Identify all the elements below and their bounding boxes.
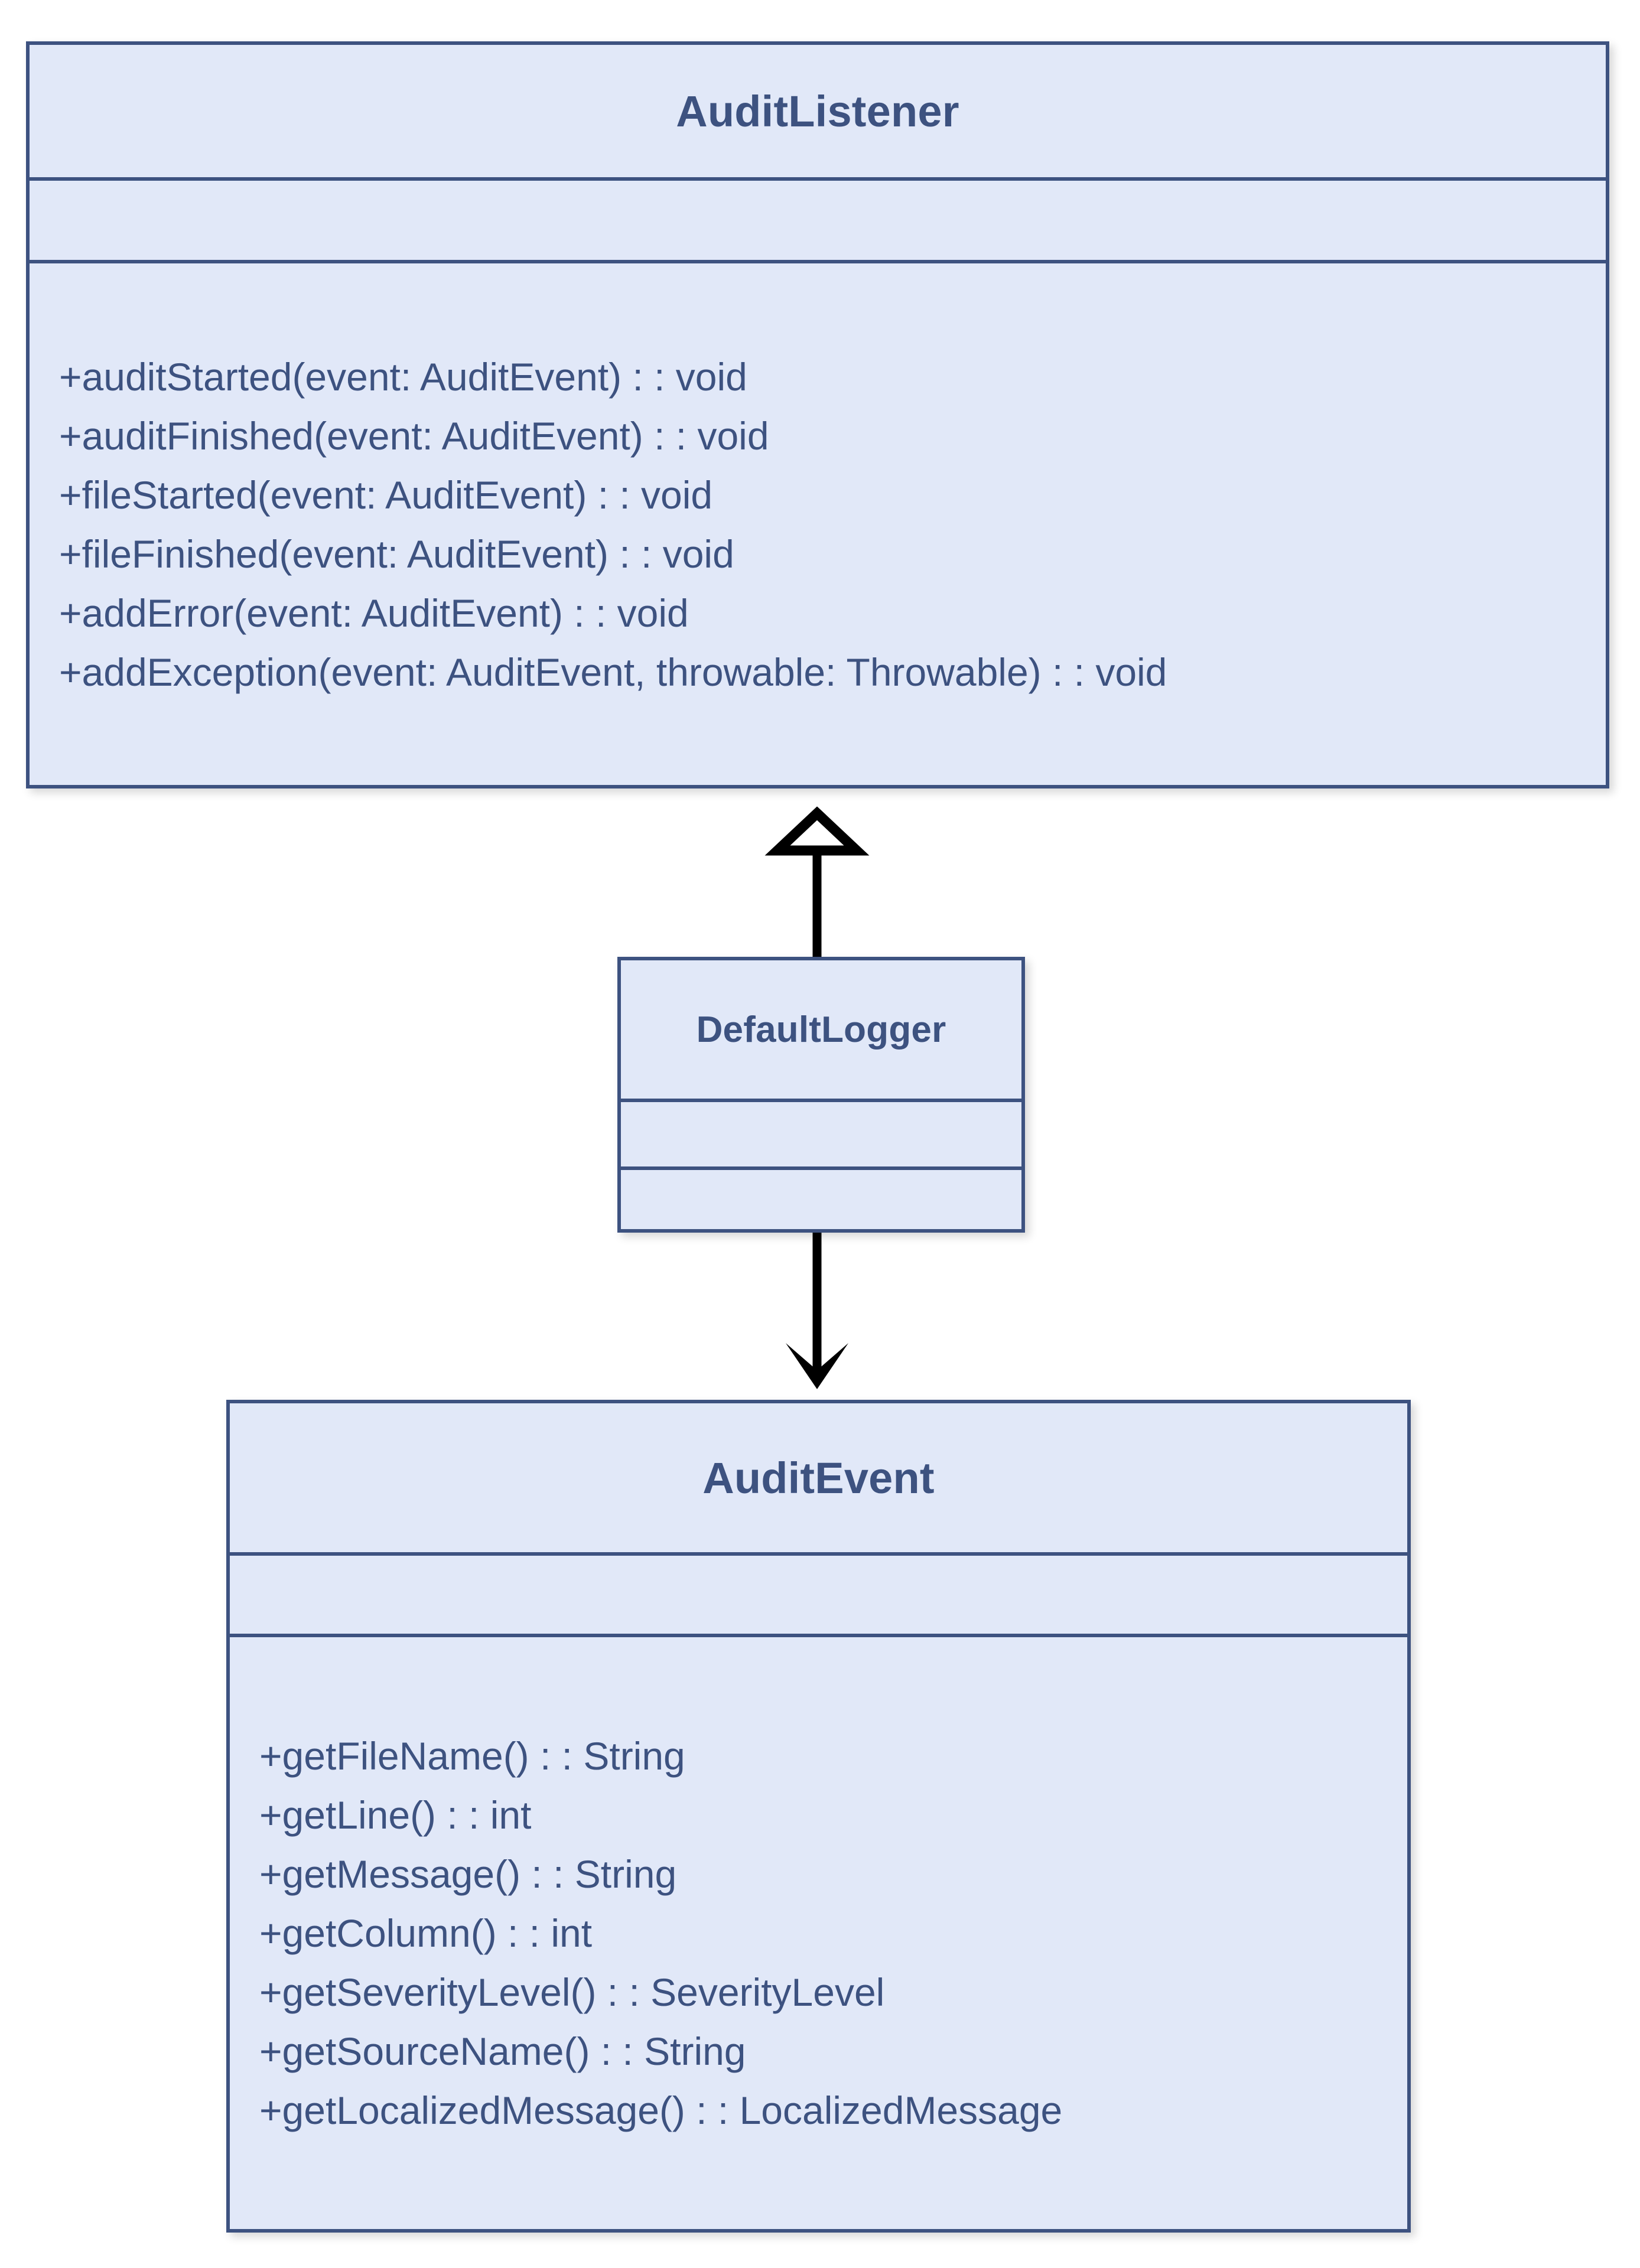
class-box-audit-event[interactable]: AuditEvent +getFileName() : : String +ge… (226, 1400, 1411, 2233)
method-item: +fileStarted(event: AuditEvent) : : void (59, 472, 713, 517)
method-item: +getSourceName() : : String (259, 2029, 746, 2073)
method-item: +getLine() : : int (259, 1793, 532, 1837)
method-item: +getMessage() : : String (259, 1852, 677, 1896)
method-item: +fileFinished(event: AuditEvent) : : voi… (59, 532, 734, 576)
class-name-default-logger: DefaultLogger (621, 960, 1021, 1102)
hollow-triangle-arrowhead-icon (764, 806, 870, 856)
method-item: +getLocalizedMessage() : : LocalizedMess… (259, 2088, 1063, 2132)
generalization-arrow-defaultlogger-to-auditlistener (764, 806, 870, 957)
methods-compartment-audit-event: +getFileName() : : String +getLine() : :… (230, 1637, 1407, 2229)
class-box-audit-listener[interactable]: AuditListener +auditStarted(event: Audit… (26, 41, 1609, 788)
methods-compartment-default-logger (621, 1170, 1021, 1229)
methods-compartment-audit-listener: +auditStarted(event: AuditEvent) : : voi… (30, 263, 1606, 785)
method-item: +addError(event: AuditEvent) : : void (59, 591, 689, 635)
class-name-audit-listener: AuditListener (30, 45, 1606, 181)
attributes-compartment-default-logger (621, 1102, 1021, 1170)
open-arrowhead-icon (786, 1343, 848, 1389)
class-box-default-logger[interactable]: DefaultLogger (617, 957, 1025, 1233)
class-name-audit-event: AuditEvent (230, 1403, 1407, 1556)
method-item: +getSeverityLevel() : : SeverityLevel (259, 1970, 885, 2014)
attributes-compartment-audit-event (230, 1556, 1407, 1637)
method-item: +getFileName() : : String (259, 1734, 685, 1778)
method-item: +auditFinished(event: AuditEvent) : : vo… (59, 413, 769, 458)
dependency-arrow-defaultlogger-to-auditevent (786, 1233, 848, 1389)
method-item: +auditStarted(event: AuditEvent) : : voi… (59, 354, 747, 399)
method-item: +addException(event: AuditEvent, throwab… (59, 650, 1167, 694)
attributes-compartment-audit-listener (30, 181, 1606, 263)
method-item: +getColumn() : : int (259, 1911, 593, 1955)
